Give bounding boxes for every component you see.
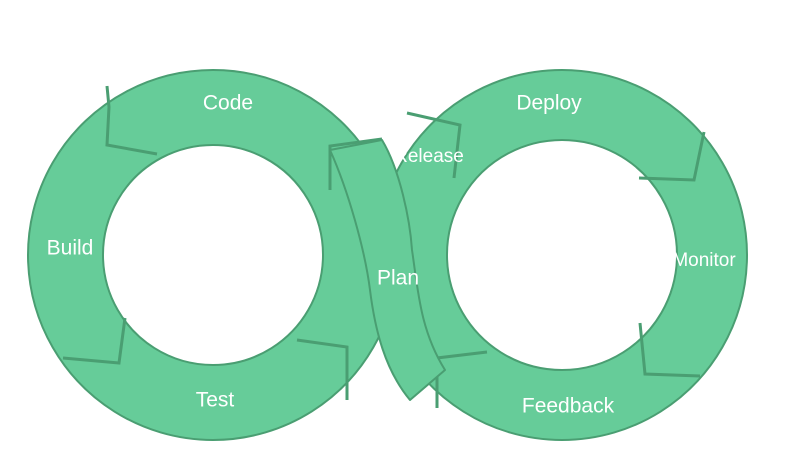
stage-label-build: Build	[47, 237, 94, 260]
divider-test-crossover	[296, 338, 349, 400]
stage-label-release: Release	[394, 146, 464, 167]
stage-label-monitor: Monitor	[672, 250, 736, 271]
divider-monitor-feedback	[638, 322, 701, 378]
stage-label-deploy: Deploy	[516, 92, 582, 115]
divider-code-plan	[328, 137, 383, 190]
right-ring	[376, 69, 748, 441]
stage-label-code: Code	[203, 92, 253, 115]
divider-build-code	[105, 85, 158, 156]
divider-test-build	[62, 317, 127, 365]
stage-label-plan: Plan	[377, 267, 419, 290]
divider-deploy-monitor	[638, 131, 706, 182]
divider-release-deploy	[406, 111, 462, 179]
crossover-segment	[329, 139, 446, 401]
stage-label-feedback: Feedback	[522, 395, 615, 418]
crossover-band	[329, 139, 446, 401]
right-loop	[376, 69, 748, 441]
stage-label-test: Test	[196, 389, 235, 412]
